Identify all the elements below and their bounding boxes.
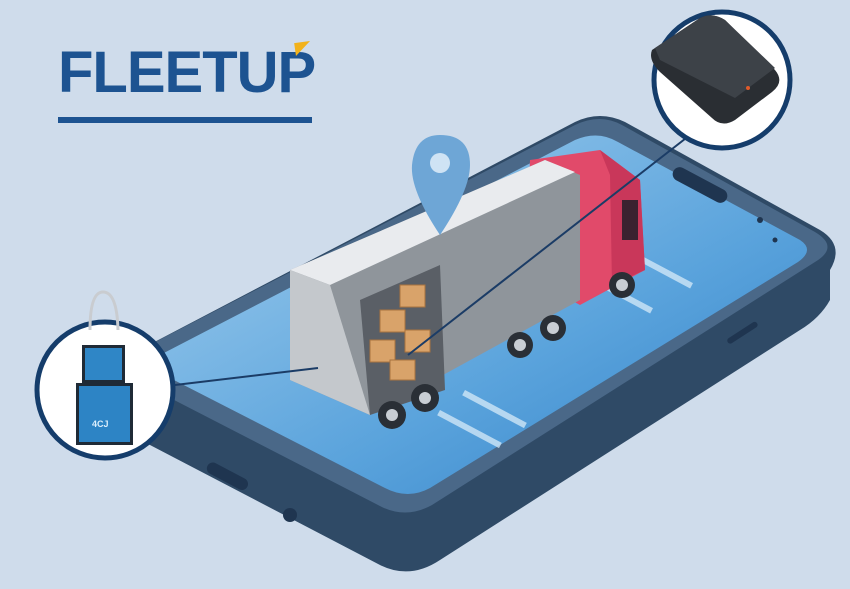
map-pin-icon xyxy=(411,135,470,235)
callout-lines xyxy=(174,134,691,386)
brand-logo: FLEETUP xyxy=(58,40,316,105)
tracker-callout[interactable] xyxy=(651,9,793,151)
truck-icon xyxy=(290,150,645,429)
lock-callout[interactable]: 4CJ xyxy=(34,290,176,461)
logo-accent-icon xyxy=(294,40,312,57)
logo-underline xyxy=(58,117,312,123)
lock-device-label: 4CJ xyxy=(92,419,109,429)
